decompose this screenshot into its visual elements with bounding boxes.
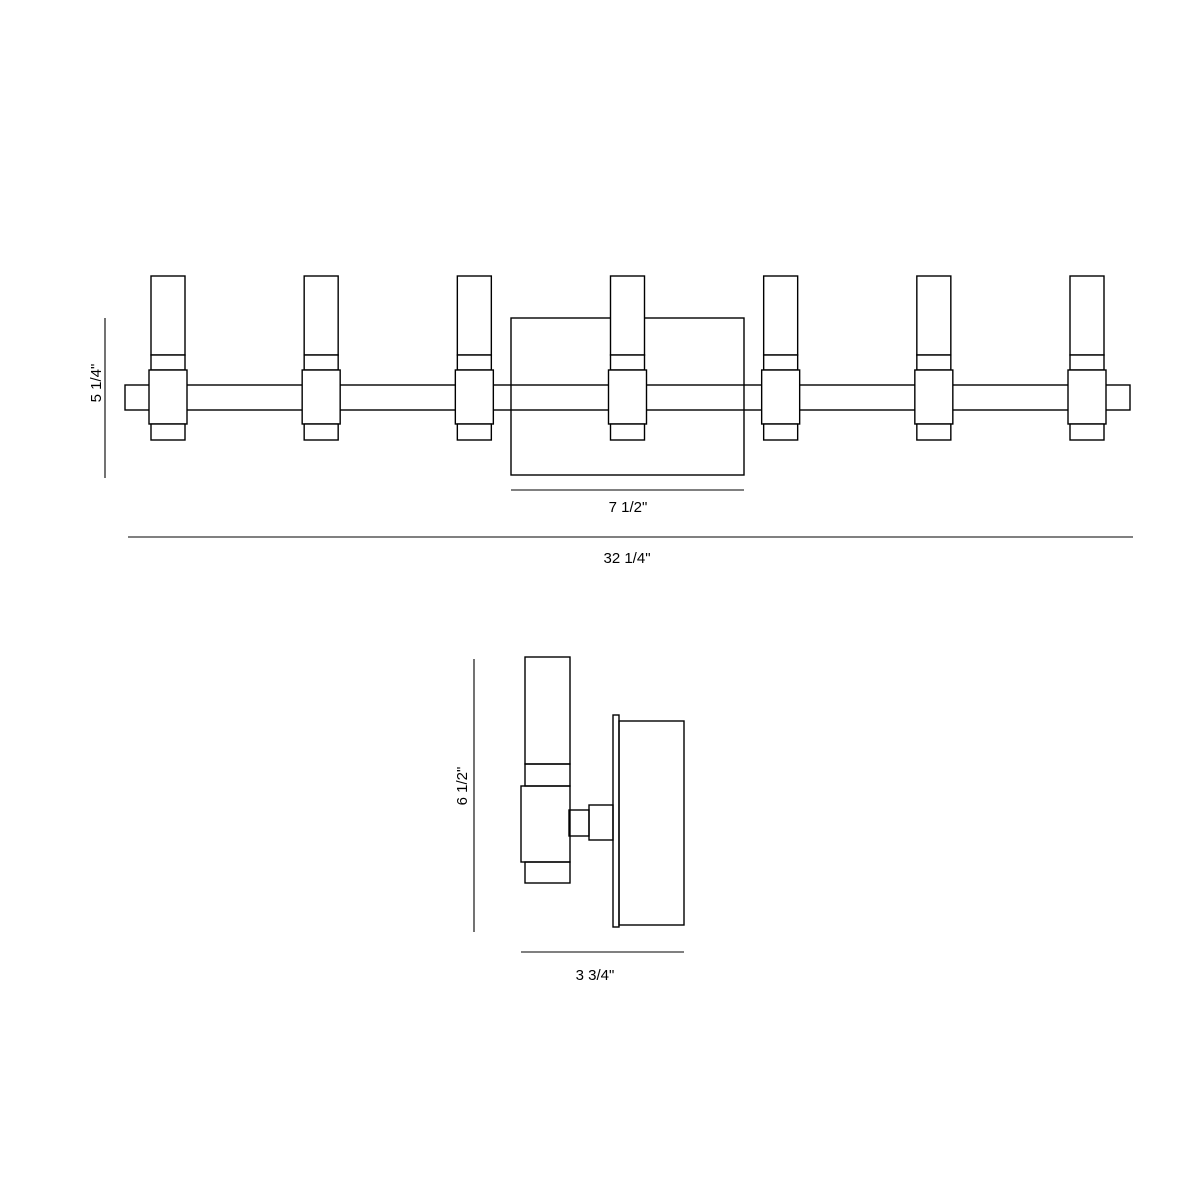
fixture-2	[301, 275, 341, 441]
backplate-width-label: 7 1/2"	[609, 499, 648, 516]
side-arm-small	[568, 809, 590, 837]
fixture-body	[301, 369, 341, 425]
front-height-label: 5 1/4"	[88, 364, 105, 403]
fixture-bottom-cap	[762, 423, 799, 441]
fixture-3	[454, 275, 495, 441]
fixture-glass-tube	[150, 275, 186, 356]
front-fixtures	[148, 275, 1107, 441]
front-view: 5 1/4" 7 1/2" 32 1/4"	[88, 275, 1133, 567]
fixture-4	[607, 275, 648, 441]
fixture-6	[914, 275, 954, 441]
fixture-bottom-cap	[150, 423, 186, 441]
fixture-collar	[916, 354, 952, 371]
fixture-glass-tube	[609, 275, 646, 356]
fixture-glass-tube	[762, 275, 799, 356]
side-height-label: 6 1/2"	[454, 767, 471, 806]
side-backplate	[618, 720, 685, 926]
fixture-glass-tube	[456, 275, 493, 356]
fixture-body	[454, 369, 495, 425]
side-collar	[524, 763, 571, 787]
fixture-collar	[1069, 354, 1105, 371]
fixture-collar	[456, 354, 493, 371]
fixture-5	[760, 275, 801, 441]
fixture-collar	[303, 354, 339, 371]
fixture-body	[760, 369, 801, 425]
fixture-7	[1067, 275, 1107, 441]
side-glass-tube	[524, 656, 571, 765]
fixture-bottom-cap	[456, 423, 493, 441]
fixture-glass-tube	[1069, 275, 1105, 356]
overall-width-label: 32 1/4"	[603, 550, 650, 567]
fixture-glass-tube	[303, 275, 339, 356]
fixture-bottom-cap	[609, 423, 646, 441]
fixture-body	[607, 369, 648, 425]
side-depth-label: 3 3/4"	[576, 967, 615, 984]
side-bottom-cap	[524, 861, 571, 884]
fixture-body	[148, 369, 188, 425]
side-arm-large	[588, 804, 614, 841]
fixture-bottom-cap	[1069, 423, 1105, 441]
side-body	[520, 785, 571, 863]
fixture-bottom-cap	[303, 423, 339, 441]
side-wall-plate	[612, 714, 620, 928]
fixture-body	[1067, 369, 1107, 425]
fixture-body	[914, 369, 954, 425]
fixture-collar	[150, 354, 186, 371]
fixture-glass-tube	[916, 275, 952, 356]
fixture-collar	[609, 354, 646, 371]
fixture-bottom-cap	[916, 423, 952, 441]
fixture-collar	[762, 354, 799, 371]
fixture-1	[148, 275, 188, 441]
side-view: 6 1/2" 3 3/4"	[454, 656, 685, 984]
